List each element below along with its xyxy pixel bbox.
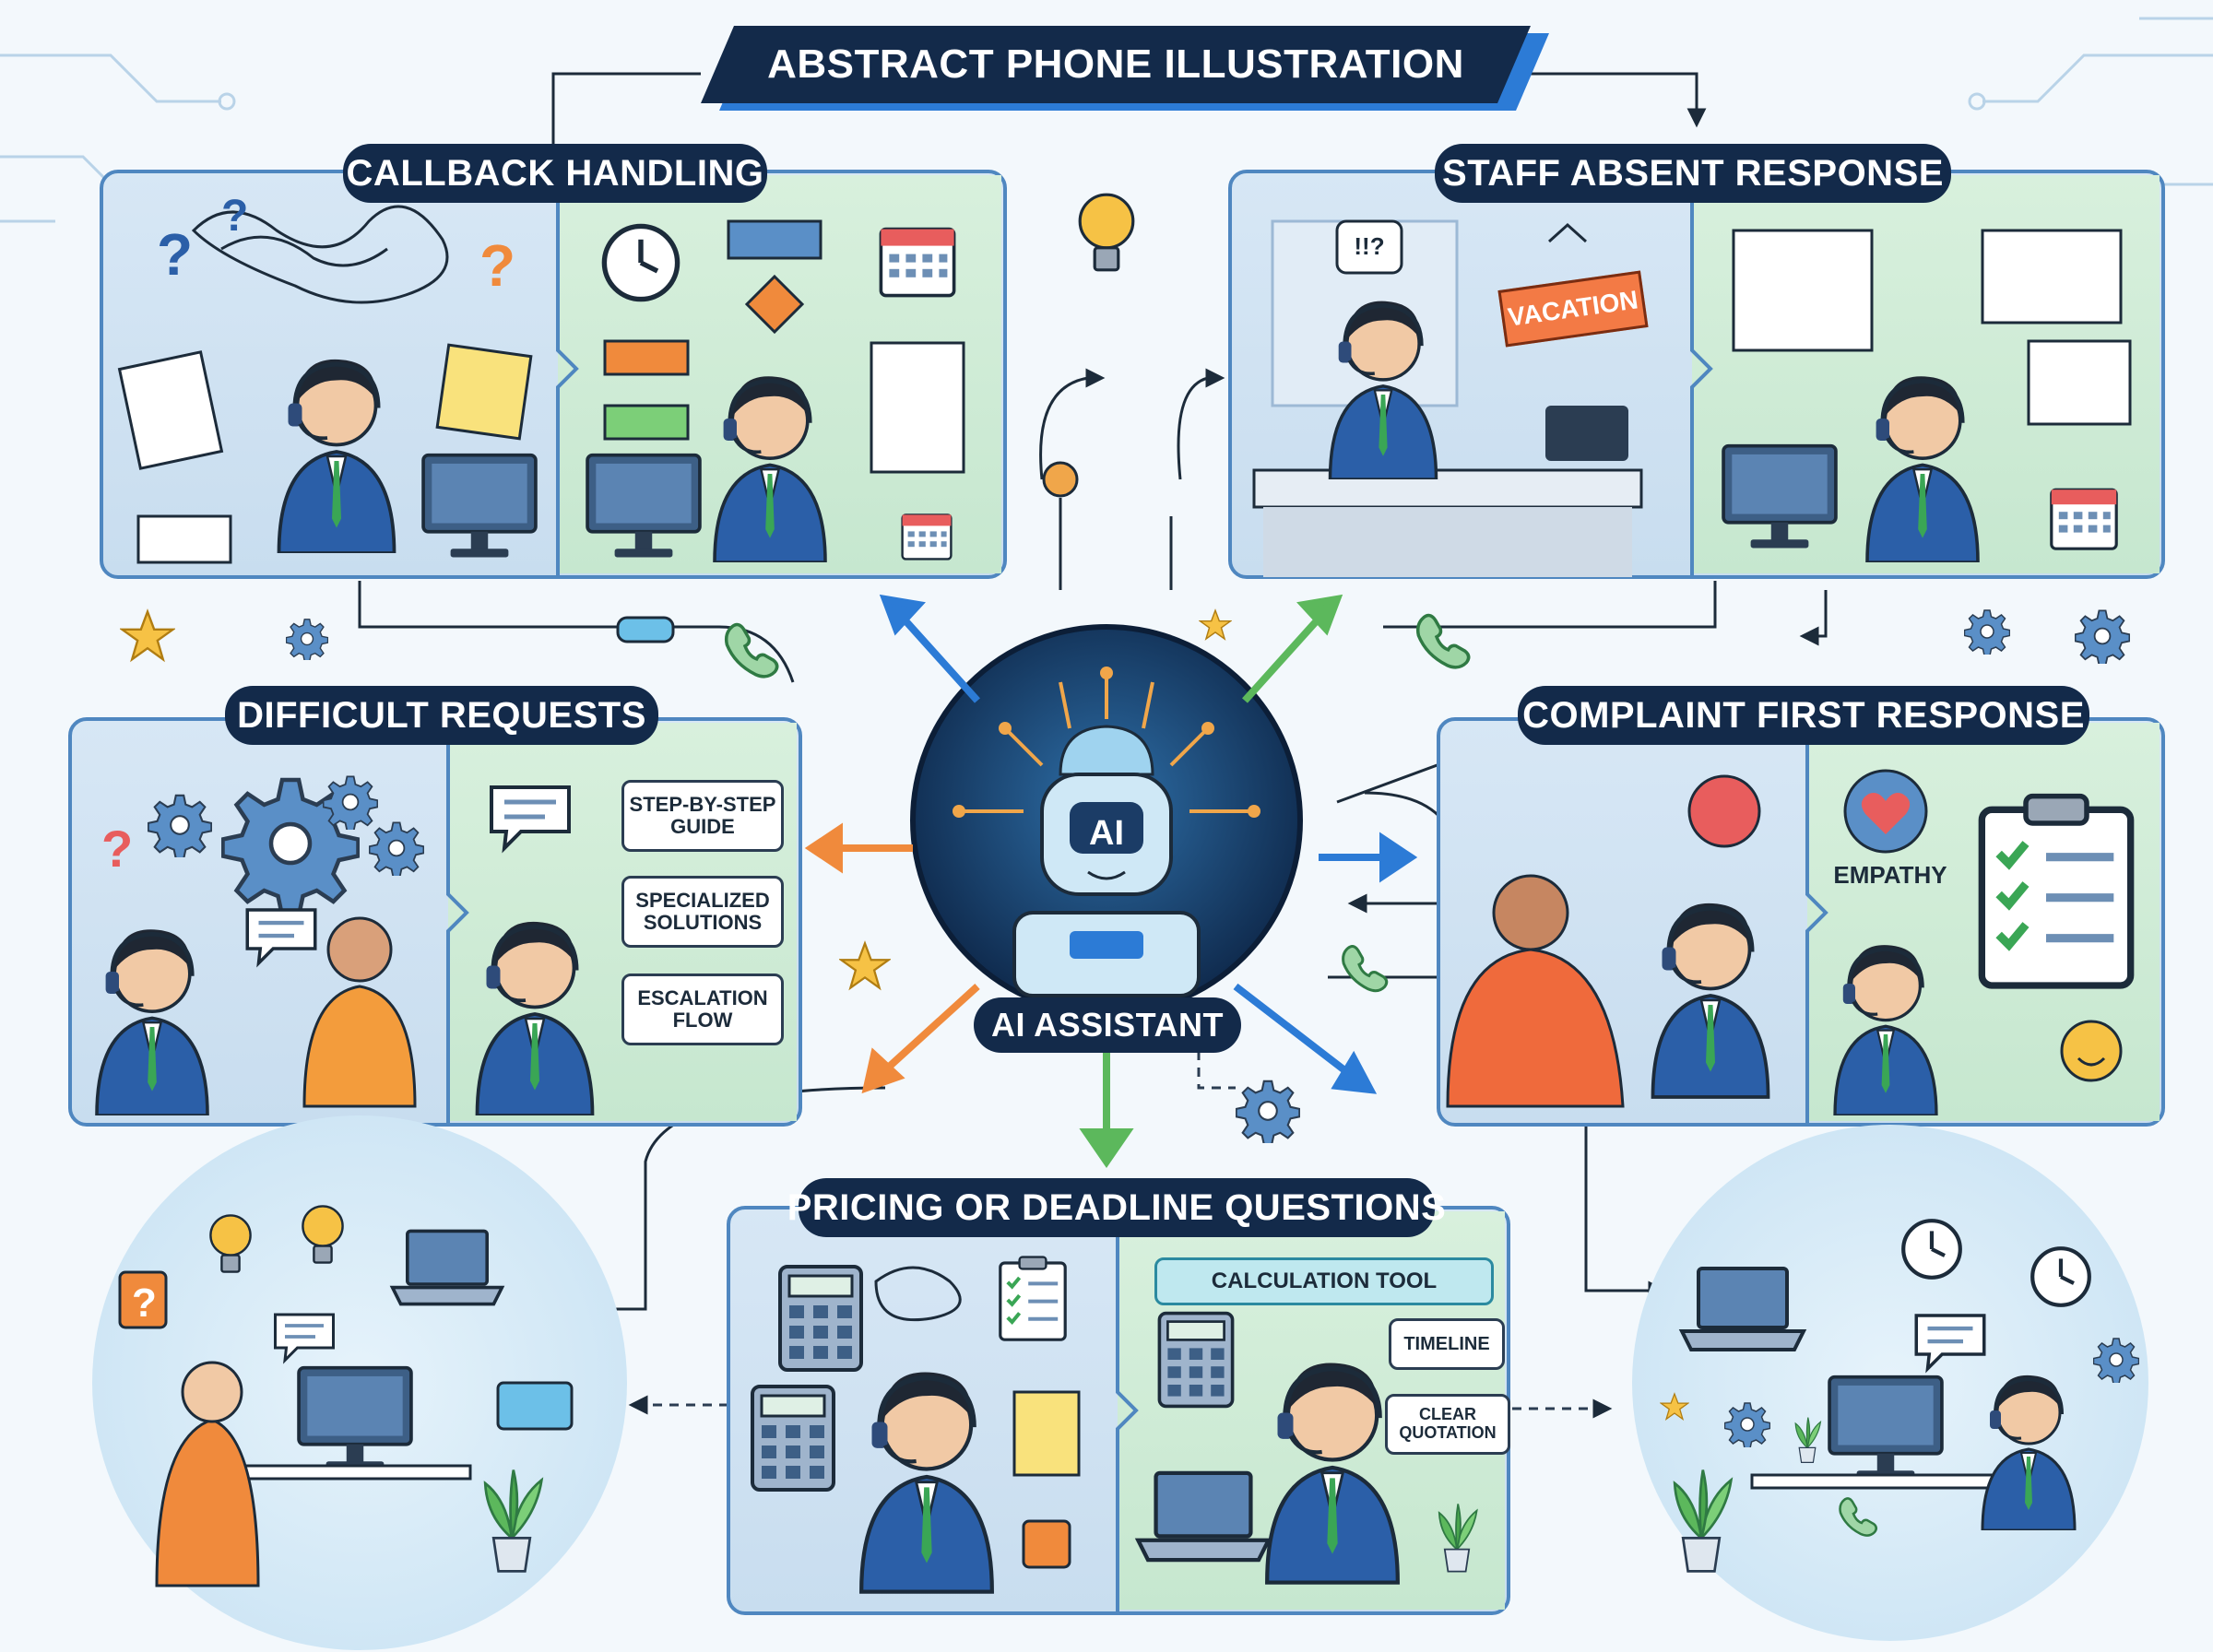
gear-icon [2093, 1338, 2139, 1383]
gear-icon [2075, 609, 2130, 664]
calendar-icon [2050, 488, 2118, 550]
desk [1252, 468, 1643, 509]
sticky-note-icon [435, 343, 533, 441]
gear-icon [1236, 1080, 1300, 1143]
clock-icon [2032, 1248, 2089, 1305]
flow-step [603, 404, 690, 441]
question-icon: ? [221, 192, 248, 241]
panel-title-staff-absent: STAFF ABSENT RESPONSE [1435, 144, 1951, 203]
flow-decision [744, 274, 805, 335]
battery-icon [496, 1381, 574, 1431]
question-icon: ? [157, 221, 193, 288]
flow-step [727, 219, 822, 260]
notepad-icon [117, 350, 224, 470]
specialized-solutions-box: SPECIALIZED SOLUTIONS [621, 876, 784, 948]
checklist-icon [1000, 1257, 1065, 1340]
exclaim-bubble [1335, 219, 1403, 275]
phone-icon [1415, 613, 1471, 669]
gear-icon [323, 775, 378, 830]
star-icon [1199, 609, 1232, 640]
question-icon: ? [479, 232, 515, 299]
timeline-box: TIMELINE [1389, 1318, 1505, 1370]
hub-arrows [804, 594, 1418, 1169]
scene-left-workspace: ? [92, 1115, 627, 1650]
checklist-icon [870, 341, 965, 474]
angry-face-icon [1687, 774, 1761, 848]
profile-window [1732, 229, 1874, 352]
cable-connector [616, 616, 675, 643]
laptop-icon [390, 1229, 504, 1306]
empathy-label: EMPATHY [1833, 861, 1947, 890]
customer [302, 985, 417, 1108]
question-icon: ? [101, 820, 133, 878]
scene-right-workspace [1632, 1125, 2148, 1641]
message-window [2027, 339, 2132, 426]
clear-quotation-box: CLEAR QUOTATION [1385, 1394, 1510, 1455]
gear-icon [1724, 1402, 1770, 1447]
ai-chip-label: AI [1089, 814, 1124, 854]
note-icon [1012, 1390, 1081, 1477]
calendar-icon [901, 513, 953, 560]
calculation-tool-label: CALCULATION TOOL [1154, 1257, 1494, 1305]
calculator-icon [1157, 1311, 1235, 1409]
step-guide-box: STEP-BY-STEP GUIDE [621, 780, 784, 852]
coffee-icon [1022, 1519, 1071, 1569]
gear-icon [148, 794, 212, 857]
ai-assistant-label: AI ASSISTANT [974, 997, 1241, 1053]
profile-window [1981, 229, 2123, 324]
laptop-icon [1138, 1473, 1268, 1560]
panel-complaint [1437, 717, 2165, 1127]
svg-text:?: ? [132, 1280, 157, 1326]
gear-icon [1964, 609, 2010, 655]
star-icon [121, 610, 174, 661]
page-title: ABSTRACT PHONE ILLUSTRATION [701, 26, 1531, 103]
gear-icon [369, 821, 424, 876]
panel-staff-absent [1228, 170, 2165, 579]
clock-icon [604, 226, 677, 299]
escalation-flow-box: ESCALATION FLOW [621, 974, 784, 1045]
panel-callback-handling: ? ? ? [100, 170, 1007, 579]
panel-title-complaint: COMPLAINT FIRST RESPONSE [1518, 686, 2089, 745]
question-icon [118, 1270, 168, 1329]
panel-title-pricing: PRICING OR DEADLINE QUESTIONS [787, 1178, 1446, 1237]
exclaim-bubble-text: !!? [1354, 232, 1385, 261]
phone-icon [1342, 944, 1389, 993]
paper-stack-icon [136, 514, 232, 564]
lightbulb-icon [1078, 193, 1135, 272]
checklist-icon [1982, 796, 2130, 985]
desk-phone-icon [1545, 406, 1628, 461]
brain-icon [1059, 725, 1154, 776]
panel-title-difficult: DIFFICULT REQUESTS [225, 686, 658, 745]
laptop-icon [1680, 1267, 1805, 1351]
node-dot [1042, 461, 1079, 498]
clock-icon [1903, 1221, 1960, 1278]
panel-title-callback: CALLBACK HANDLING [343, 144, 767, 203]
flow-step [603, 339, 690, 376]
dashed-connectors [628, 1051, 1613, 1419]
calculator-icon [778, 1265, 863, 1372]
calendar-icon [879, 227, 956, 298]
calculator-icon [751, 1385, 835, 1492]
star-icon [840, 942, 890, 989]
smiley-icon [2060, 1020, 2123, 1082]
ai-hub [910, 624, 1303, 1017]
gear-icon [286, 619, 328, 660]
